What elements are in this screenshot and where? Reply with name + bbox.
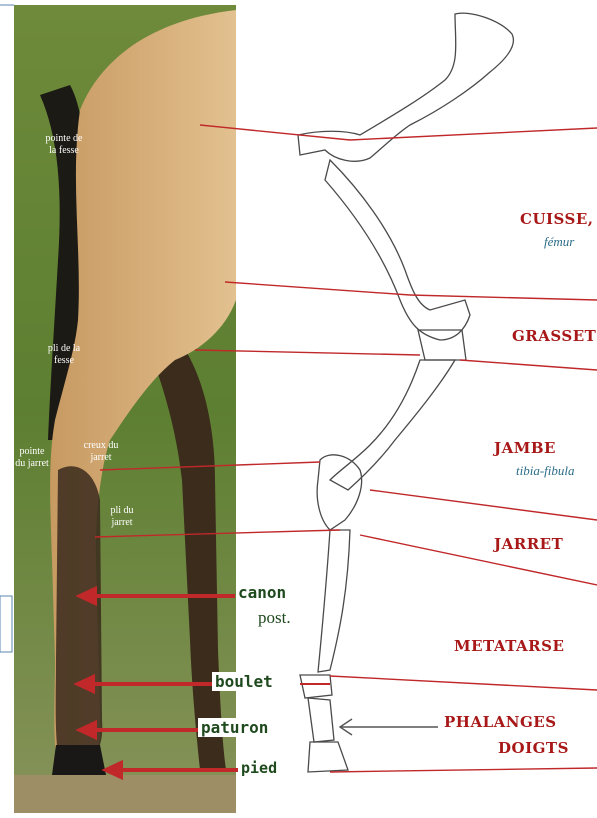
label-canon-post: post. xyxy=(258,608,291,628)
label-tibia: tibia-fibula xyxy=(516,463,575,479)
label-femur: fémur xyxy=(544,234,574,250)
label-canon: canon xyxy=(238,583,286,602)
label-creux-jarret: creux du jarret xyxy=(74,440,128,464)
label-phalanges: PHALANGES xyxy=(444,713,557,731)
label-pied: pied xyxy=(238,759,280,777)
label-cuisse: CUISSE, xyxy=(520,210,594,228)
pelvis-bone xyxy=(298,13,513,161)
fetlock-bone xyxy=(300,675,332,698)
pastern-bone xyxy=(308,698,334,742)
label-jambe: JAMBE xyxy=(494,439,556,457)
metatarsus-bone xyxy=(318,530,350,672)
label-paturon: paturon xyxy=(198,718,271,737)
label-jarret: JARRET xyxy=(494,535,563,553)
thin-arrow xyxy=(340,719,438,735)
label-grasset: GRASSET xyxy=(512,327,596,345)
label-metatarse: METATARSE xyxy=(454,637,564,655)
lower-leg xyxy=(56,466,103,765)
ground xyxy=(14,775,236,813)
label-doigts: DOIGTS xyxy=(498,739,569,757)
label-pointe-jarret: pointe du jarret xyxy=(8,446,56,470)
label-pointe-fesse: pointe de la fesse xyxy=(36,133,92,157)
tarsus-bone xyxy=(317,455,361,530)
skeleton-drawing xyxy=(298,13,513,772)
label-boulet: boulet xyxy=(212,672,276,691)
femur-bone xyxy=(325,160,470,340)
label-pli-fesse: pli de la fesse xyxy=(38,343,90,367)
tibia-bone xyxy=(330,360,455,490)
label-pli-jarret: pli du jarret xyxy=(98,505,146,529)
hoof-bone xyxy=(308,742,348,772)
hoof xyxy=(52,745,106,775)
